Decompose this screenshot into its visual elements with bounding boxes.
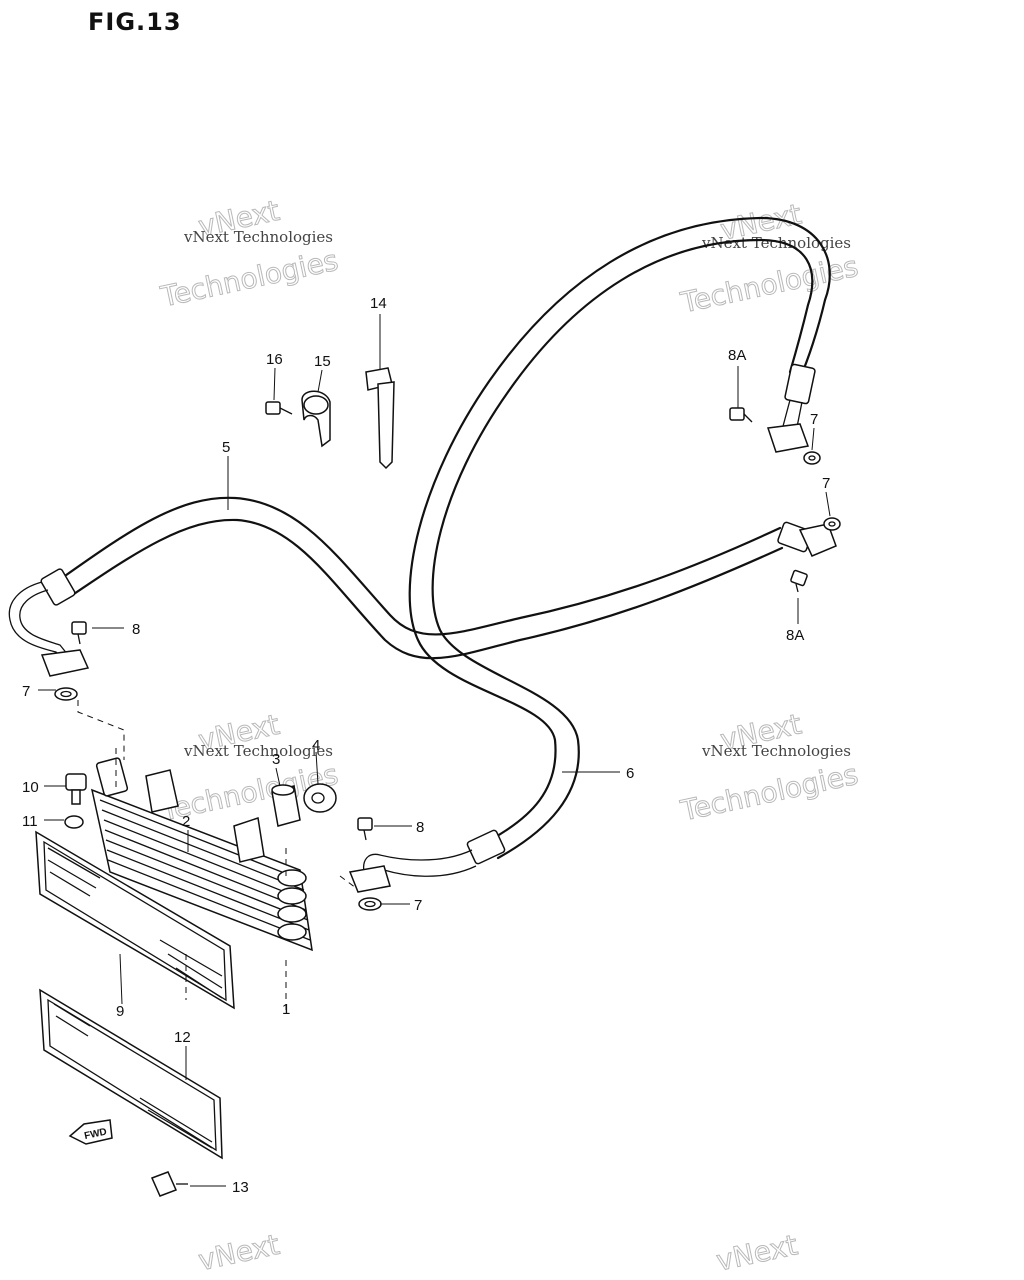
oil-hose-6 [348, 216, 831, 893]
watermark-top-right: vNext vNext Technologies Technologies [677, 197, 862, 320]
svg-text:Technologies: Technologies [157, 244, 341, 314]
callout-8b: 8 [416, 819, 424, 836]
svg-text:vNext: vNext [714, 1228, 801, 1277]
part-14-clamp-strap [365, 367, 395, 470]
callout-12: 12 [174, 1029, 191, 1046]
part-15-clamp [301, 390, 331, 448]
svg-text:vNext: vNext [195, 1228, 282, 1277]
callout-14: 14 [370, 295, 387, 312]
figure-title: FIG.13 [88, 8, 182, 36]
callout-5: 5 [222, 439, 230, 456]
oil-hose-5 [8, 496, 837, 677]
part-7-washer-a [54, 687, 78, 701]
part-13-screw [150, 1171, 188, 1197]
callout-9: 9 [116, 1003, 124, 1020]
callout-16: 16 [266, 351, 283, 368]
callout-6: 6 [626, 765, 634, 782]
callout-15: 15 [314, 353, 331, 370]
callout-3: 3 [272, 751, 280, 768]
svg-text:Technologies: Technologies [677, 758, 861, 828]
callout-labels: 5 14 15 16 8A 7 7 8A 8 7 10 11 2 3 4 8 7… [22, 295, 830, 1196]
callout-7a: 7 [22, 683, 30, 700]
callout-11: 11 [22, 813, 38, 830]
part-12-mesh-guard [39, 988, 223, 1160]
part-7-washer-b [803, 451, 821, 465]
part-3-collar [271, 784, 301, 827]
watermark-mid-right: vNext vNext Technologies Technologies [677, 707, 862, 828]
callout-8A-top: 8A [728, 347, 746, 364]
callout-4: 4 [312, 737, 320, 754]
part-8-bolt-left [71, 621, 87, 645]
watermark-top-left: vNext vNext Technologies Technologies [157, 193, 342, 314]
callout-7b: 7 [810, 411, 818, 428]
part-4-grommet [303, 783, 337, 813]
svg-text:Technologies: Technologies [677, 250, 861, 320]
callout-2: 2 [182, 813, 190, 830]
callout-7d: 7 [414, 897, 422, 914]
part-7-washer-d [358, 897, 382, 911]
svg-text:vNext Technologies: vNext Technologies [701, 742, 851, 760]
callout-7c: 7 [822, 475, 830, 492]
part-9-cooler-cover [35, 830, 235, 1010]
callout-10: 10 [22, 779, 39, 796]
watermark-bottom: vNext vNext [195, 1227, 801, 1278]
fwd-arrow: FWD [68, 1119, 113, 1145]
part-1-oil-cooler [90, 757, 313, 952]
callout-1: 1 [282, 1001, 290, 1018]
callout-8a: 8 [132, 621, 140, 638]
leader-lines [38, 314, 831, 1187]
callout-13: 13 [232, 1179, 249, 1196]
part-16-bolt [265, 401, 293, 415]
part-8A-bolt-bottom [790, 569, 808, 593]
svg-text:vNext Technologies: vNext Technologies [183, 228, 333, 246]
assembly-dashed-lines [77, 700, 357, 1010]
part-8-bolt-mid [357, 817, 373, 841]
svg-text:vNext Technologies: vNext Technologies [701, 234, 851, 252]
svg-text:FWD: FWD [83, 1127, 108, 1142]
part-11-washer [64, 815, 84, 829]
part-10-bolt [65, 773, 87, 805]
svg-text:vNext Technologies: vNext Technologies [183, 742, 333, 760]
callout-8A-bottom: 8A [786, 627, 804, 644]
part-8A-bolt-top [729, 407, 753, 423]
part-7-washer-c [823, 517, 841, 531]
